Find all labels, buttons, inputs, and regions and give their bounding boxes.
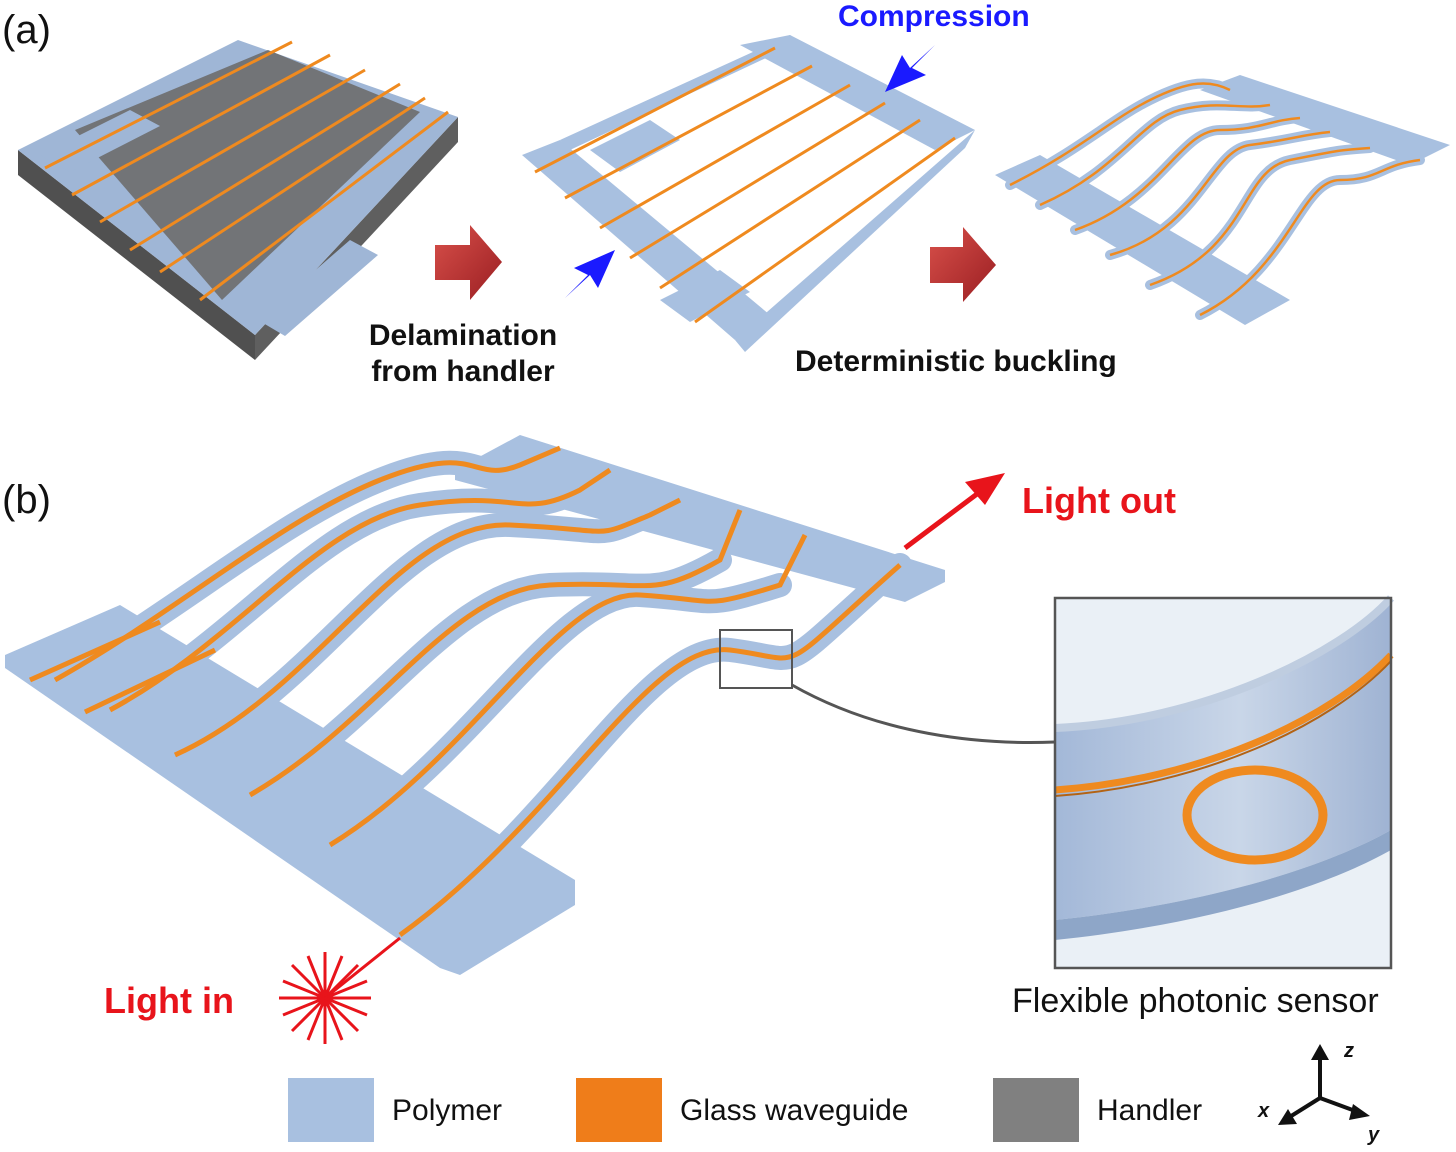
axis-label-y: y	[1368, 1124, 1380, 1146]
sensor-inset	[1053, 595, 1394, 970]
buckled-device-large	[5, 435, 945, 975]
legend-label-handler: Handler	[1097, 1094, 1203, 1127]
light-out-label: Light out	[1022, 480, 1176, 521]
legend-swatch-polymer	[288, 1078, 374, 1142]
light-in-label: Light in	[104, 980, 234, 1021]
buckling-label: Deterministic buckling	[795, 345, 1117, 378]
axis-label-z: z	[1344, 1040, 1354, 1062]
panel-label-a: (a)	[2, 8, 51, 52]
laser-starburst-icon	[279, 936, 401, 1044]
process-arrow-1	[435, 225, 502, 300]
sensor-caption: Flexible photonic sensor	[1012, 982, 1379, 1020]
compression-label: Compression	[838, 0, 1030, 33]
delamination-label: Delamination from handler	[368, 319, 558, 388]
handler-stack	[18, 40, 458, 360]
legend-label-waveguide: Glass waveguide	[680, 1094, 909, 1127]
buckled-membrane-small	[995, 75, 1450, 325]
compression-arrow-bottom	[565, 250, 615, 298]
light-out-arrow	[903, 473, 1005, 550]
released-membrane	[522, 35, 975, 352]
zoom-box	[719, 629, 793, 689]
zoom-connector	[791, 683, 1056, 744]
axis-label-x: x	[1258, 1100, 1270, 1122]
legend-swatch-handler	[993, 1078, 1079, 1142]
legend-label-polymer: Polymer	[392, 1094, 503, 1127]
process-arrow-2	[930, 227, 996, 302]
compression-arrow-top	[885, 45, 935, 92]
panel-label-b: (b)	[2, 478, 51, 522]
axes-icon	[1278, 1044, 1370, 1125]
legend-swatch-waveguide	[576, 1078, 662, 1142]
